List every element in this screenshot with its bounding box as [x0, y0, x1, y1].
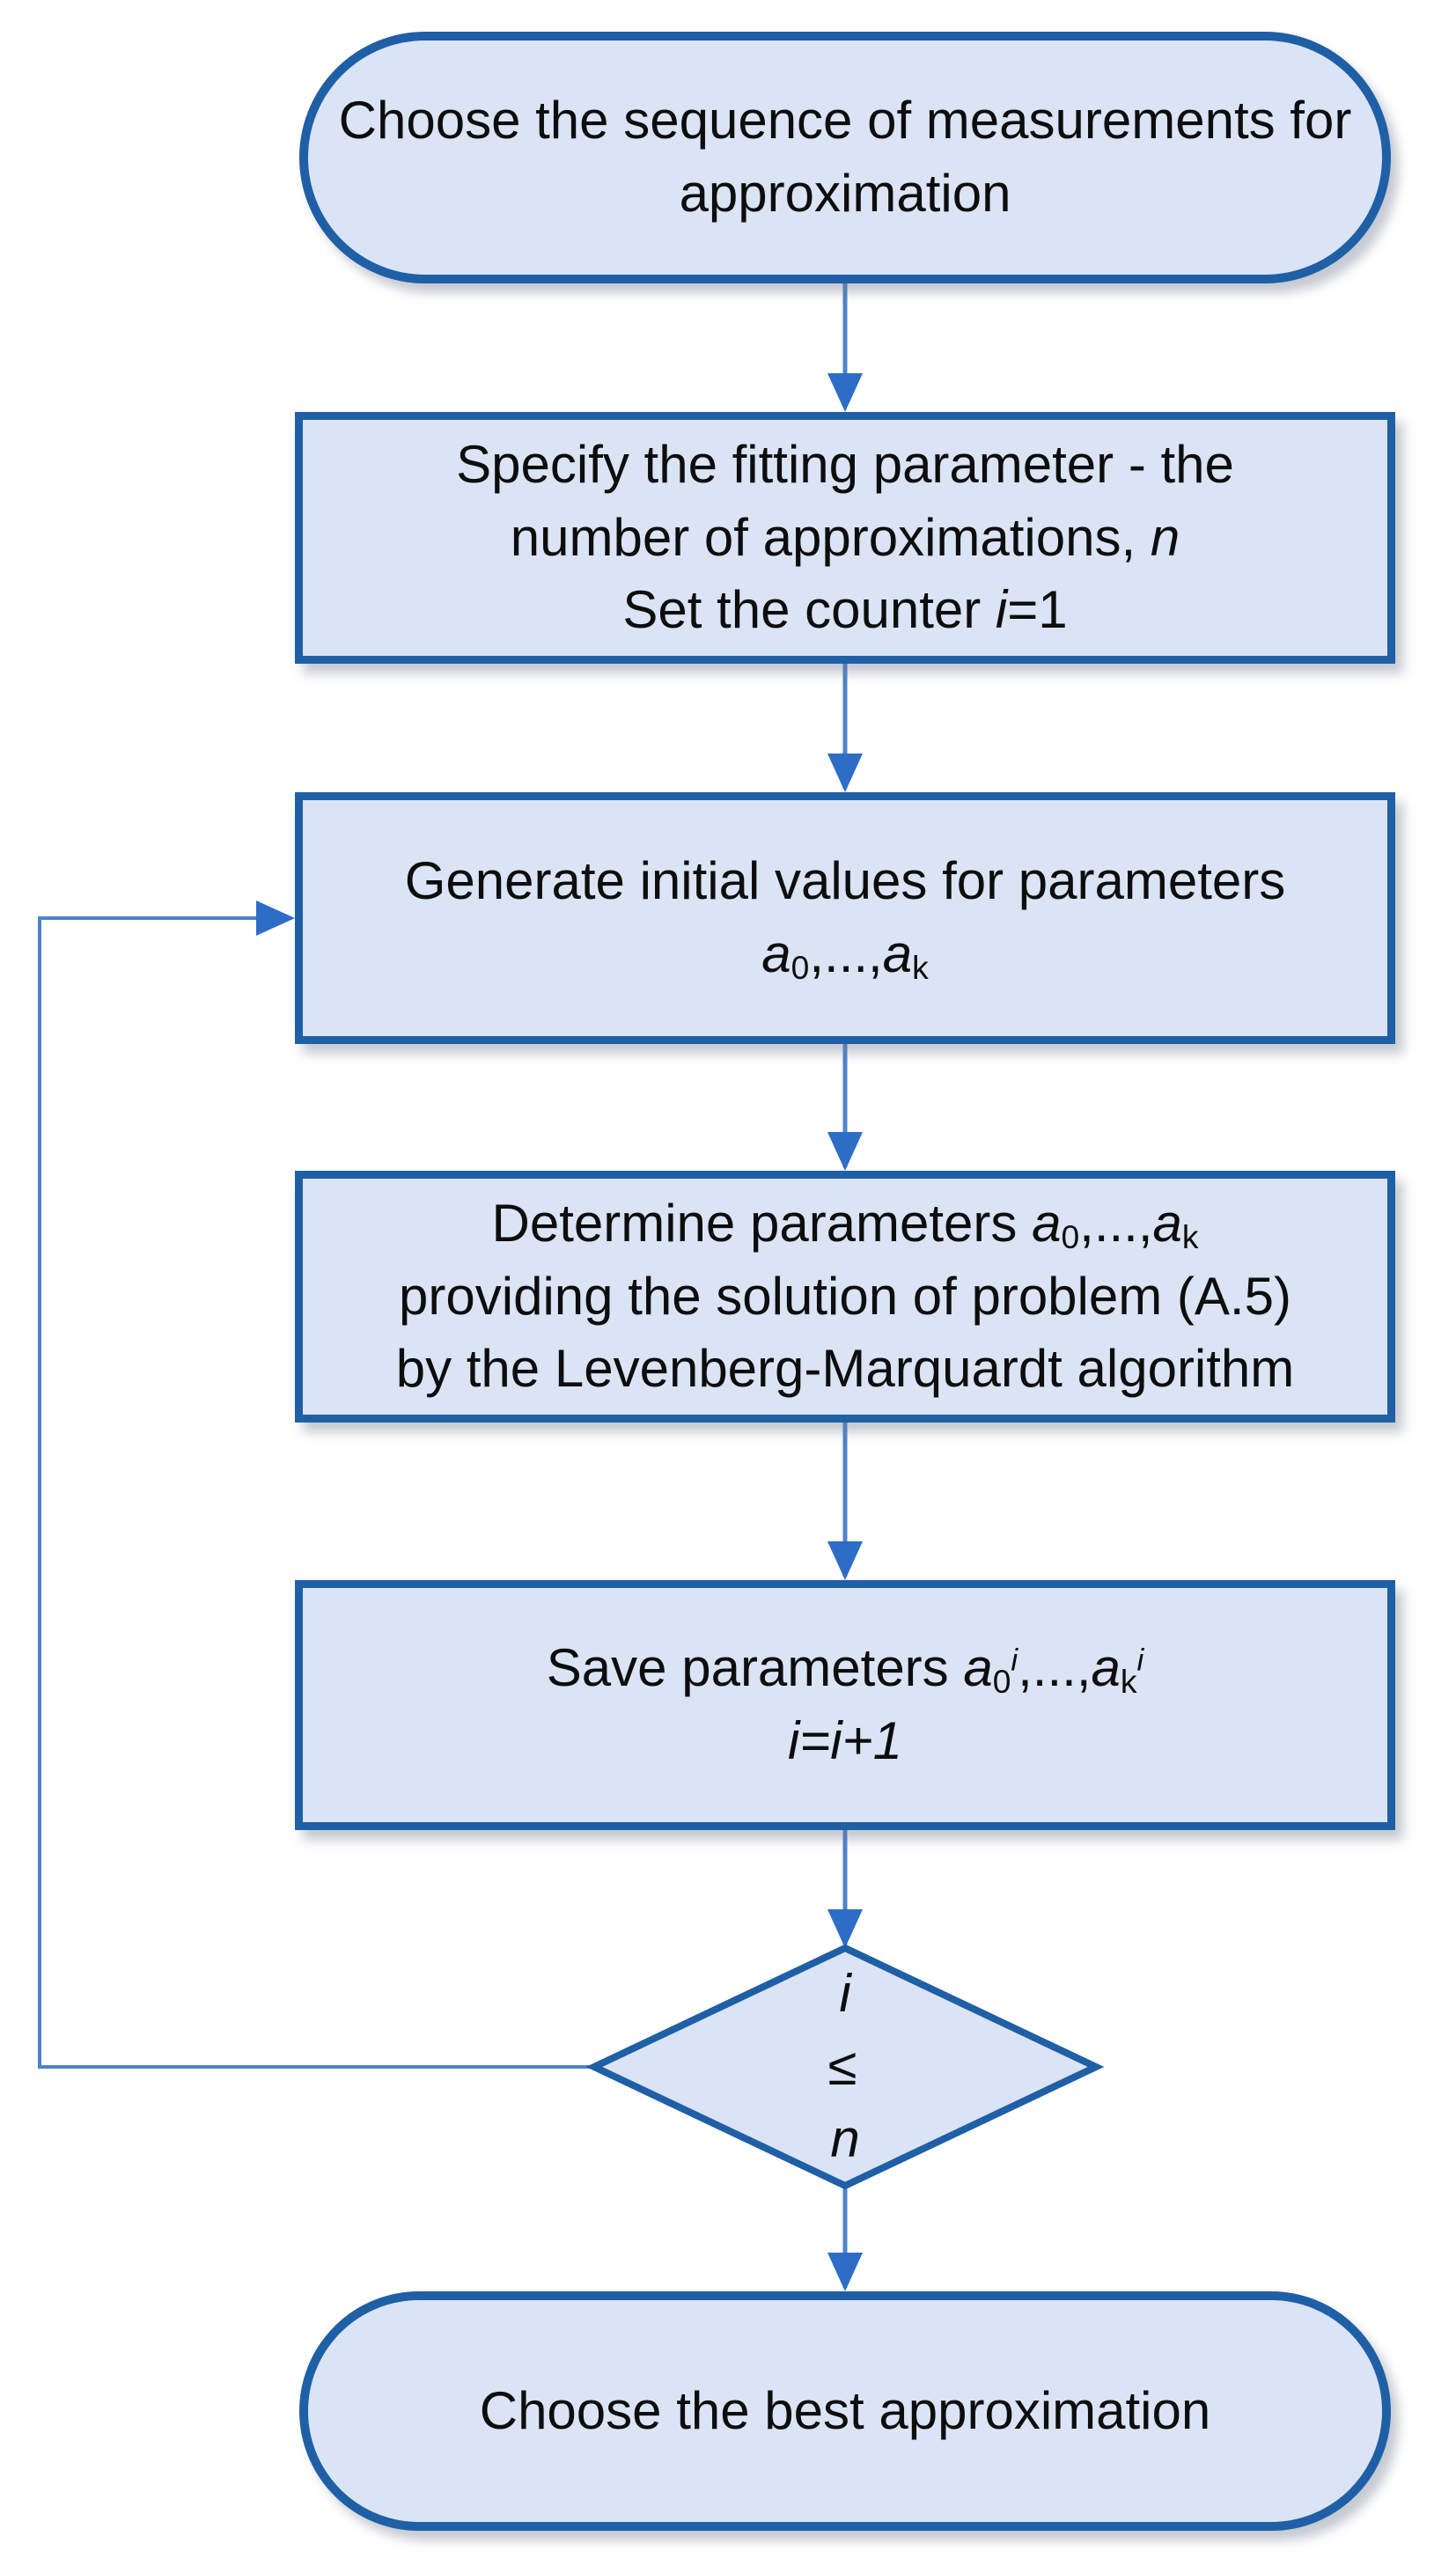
arrow-down-icon: [827, 754, 863, 792]
specify-line1: Specify the fitting parameter - the: [456, 434, 1234, 494]
sub-k: k: [1120, 1663, 1137, 1701]
var-a: a: [963, 1638, 993, 1698]
ellipsis: ,...,: [1018, 1638, 1092, 1698]
determine-line1-text: Determine parameters: [491, 1193, 1033, 1253]
specify-line3-text: Set the counter: [622, 580, 996, 640]
sup-i: i: [1011, 1643, 1018, 1678]
decision-diamond: [585, 1944, 1105, 2190]
specify-line3-suffix: =1: [1007, 580, 1068, 640]
arrow-down-icon: [827, 2253, 863, 2291]
sub-0: 0: [1061, 1217, 1080, 1255]
save-line1: Save parameters a0i,...,aki: [547, 1632, 1143, 1705]
arrow-down-icon: [827, 1132, 863, 1171]
generate-line1: Generate initial values for parameters: [404, 851, 1286, 911]
save-line1-text: Save parameters: [546, 1638, 964, 1698]
save-parameters-node: Save parameters a0i,...,aki i=i+1: [295, 1580, 1395, 1830]
ellipsis: ,...,: [1079, 1193, 1153, 1253]
arrow-down-icon: [827, 1909, 863, 1948]
var-n: n: [1150, 507, 1180, 567]
save-line2: i=i+1: [787, 1711, 903, 1770]
sup-i: i: [1136, 1643, 1144, 1678]
sub-k: k: [1181, 1217, 1199, 1255]
var-a: a: [761, 924, 791, 983]
var-a: a: [1091, 1638, 1121, 1698]
var-i: i: [839, 1963, 851, 2023]
generate-initial-values-node: Generate initial values for parameters a…: [295, 792, 1395, 1044]
var-a: a: [882, 924, 913, 983]
ellipsis: ,...,: [809, 924, 883, 983]
start-node-label: Choose the sequence of measurements for …: [338, 91, 1352, 223]
decision-node-label: i ≤ n: [594, 1948, 1096, 2186]
specify-line2-text: number of approximations,: [510, 507, 1151, 567]
sub-0: 0: [791, 949, 810, 987]
lte-operator: ≤: [827, 2036, 857, 2096]
var-i: i: [995, 580, 1008, 640]
arrow-down-icon: [827, 1541, 863, 1580]
specify-line3: Set the counter i=1: [622, 574, 1067, 647]
specify-line2: number of approximations, n: [511, 502, 1180, 575]
determine-line2: providing the solution of problem (A.5): [399, 1266, 1291, 1326]
end-node: Choose the best approximation: [299, 2291, 1391, 2531]
generate-math: a0,...,ak: [761, 918, 928, 991]
determine-parameters-node: Determine parameters a0,...,ak providing…: [295, 1171, 1395, 1423]
var-n: n: [830, 2109, 860, 2169]
end-node-label: Choose the best approximation: [479, 2380, 1211, 2440]
sub-k: k: [912, 949, 929, 987]
specify-parameters-node: Specify the fitting parameter - the numb…: [295, 412, 1395, 664]
var-a: a: [1032, 1193, 1062, 1253]
arrow-right-icon: [256, 901, 295, 936]
sub-0: 0: [992, 1663, 1011, 1701]
determine-line1: Determine parameters a0,...,ak: [492, 1187, 1199, 1261]
determine-line3: by the Levenberg-Marquardt algorithm: [395, 1339, 1295, 1399]
start-node: Choose the sequence of measurements for …: [299, 32, 1391, 283]
arrow-down-icon: [827, 373, 863, 412]
var-a: a: [1152, 1193, 1182, 1253]
loopback-connector: [38, 916, 594, 2069]
